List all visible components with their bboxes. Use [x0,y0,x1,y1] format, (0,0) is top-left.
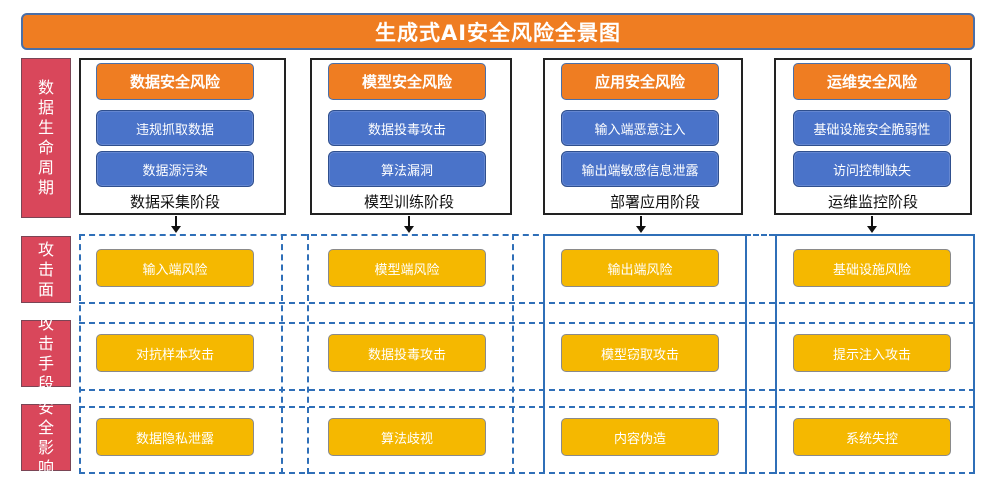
surface-infrastructure: 基础设施风险 [793,249,951,287]
stage-head-ops-security: 运维安全风险 [793,63,951,100]
grid-line [307,234,309,474]
stage-head-model-security: 模型安全风险 [328,63,486,100]
surface-input: 输入端风险 [96,249,254,287]
arrow-stem [640,216,642,228]
surface-model: 模型端风险 [328,249,486,287]
row-label-means: 攻击手段 [21,314,71,393]
risk-infrastructure-weakness: 基础设施安全脆弱性 [793,110,951,146]
diagram-title: 生成式AI安全风险全景图 [21,13,975,50]
arrow-stem [871,216,873,228]
stage-name-operations: 运维监控阶段 [827,192,918,211]
grid-line [745,234,775,236]
arrow-stem [408,216,410,228]
stage-name-model-training: 模型训练阶段 [363,192,454,211]
arrow-down-icon [867,226,877,233]
arrow-down-icon [404,226,414,233]
arrow-down-icon [171,226,181,233]
grid-line [775,234,975,236]
grid-line [79,302,975,304]
risk-input-injection: 输入端恶意注入 [561,110,719,146]
grid-line [79,234,549,236]
grid-line [79,406,975,408]
risk-access-control-missing: 访问控制缺失 [793,151,951,187]
risk-illegal-scraping: 违规抓取数据 [96,110,254,146]
stage-head-data-security: 数据安全风险 [96,63,254,100]
impact-system-out-of-control: 系统失控 [793,418,951,456]
stage-name-deployment: 部署应用阶段 [609,192,700,211]
risk-data-source-pollution: 数据源污染 [96,151,254,187]
grid-line [543,234,545,474]
grid-line [745,234,747,474]
means-adversarial: 对抗样本攻击 [96,334,254,372]
row-label-impact: 安全影响 [21,398,71,477]
grid-line [549,234,745,236]
grid-line [973,234,975,474]
grid-line [775,234,777,474]
grid-line [79,322,975,324]
grid-line [79,389,975,391]
row-label-surface: 攻击面 [21,236,71,303]
arrow-down-icon [636,226,646,233]
grid-line [79,234,81,474]
arrow-stem [175,216,177,228]
row-label-lifecycle: 数据生命周期 [21,58,71,218]
impact-algorithm-bias: 算法歧视 [328,418,486,456]
grid-line [79,472,975,474]
grid-line [281,234,283,474]
grid-line [512,234,514,474]
impact-content-forgery: 内容伪造 [561,418,719,456]
means-poisoning: 数据投毒攻击 [328,334,486,372]
surface-output: 输出端风险 [561,249,719,287]
means-model-theft: 模型窃取攻击 [561,334,719,372]
risk-algorithm-vulnerability: 算法漏洞 [328,151,486,187]
stage-name-data-collection: 数据采集阶段 [129,192,220,211]
risk-data-poisoning: 数据投毒攻击 [328,110,486,146]
stage-head-application-security: 应用安全风险 [561,63,719,100]
impact-privacy-leak: 数据隐私泄露 [96,418,254,456]
risk-output-leak: 输出端敏感信息泄露 [561,151,719,187]
means-prompt-injection: 提示注入攻击 [793,334,951,372]
